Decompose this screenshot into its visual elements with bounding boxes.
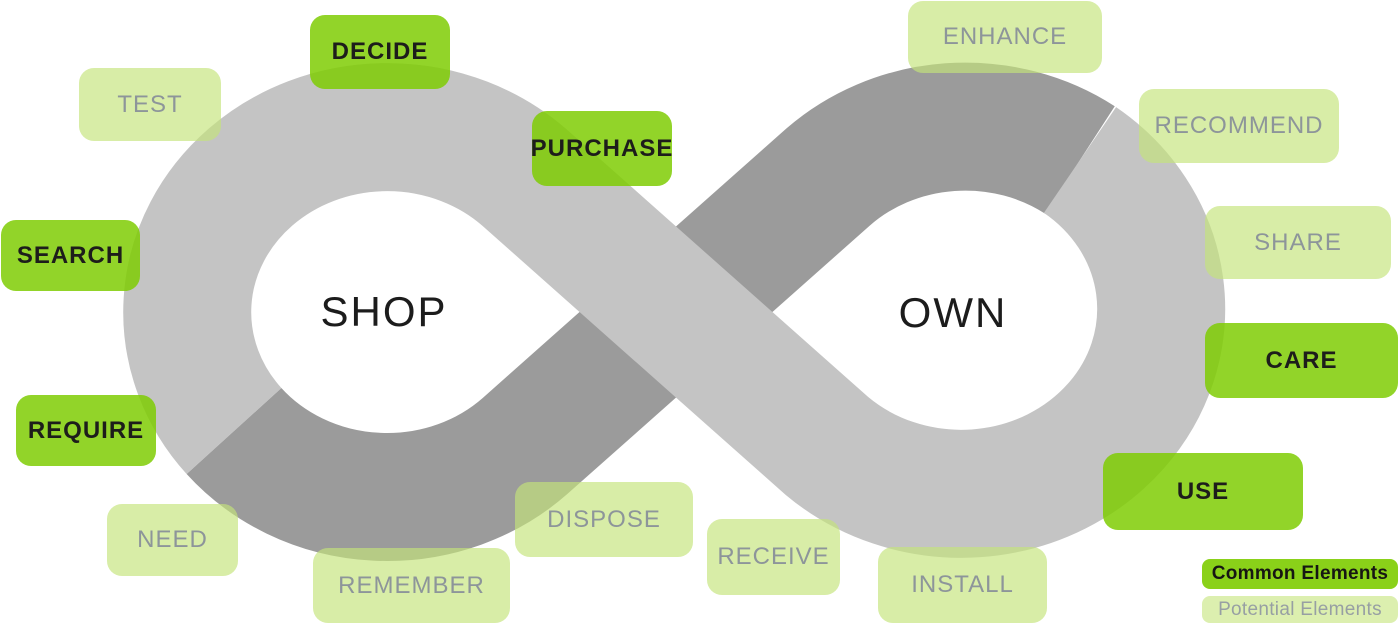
- stage-care: CARE: [1205, 323, 1398, 398]
- shop-loop-label: SHOP: [320, 288, 448, 335]
- stage-require: REQUIRE: [16, 395, 156, 466]
- stage-use: USE: [1103, 453, 1303, 530]
- stage-search: SEARCH: [1, 220, 140, 291]
- stage-remember: REMEMBER: [313, 548, 510, 623]
- stage-recommend: RECOMMEND: [1139, 89, 1339, 163]
- stage-decide: DECIDE: [310, 15, 450, 89]
- stage-receive: RECEIVE: [707, 519, 840, 595]
- stage-enhance: ENHANCE: [908, 1, 1102, 73]
- stage-dispose: DISPOSE: [515, 482, 693, 557]
- stage-test: TEST: [79, 68, 221, 141]
- stage-install: INSTALL: [878, 547, 1047, 623]
- stage-purchase: PURCHASE: [531, 111, 672, 186]
- ribbon-light-segment: [123, 63, 1226, 558]
- legend-common-elements: Common Elements: [1202, 559, 1398, 589]
- stage-share: SHARE: [1205, 206, 1391, 279]
- own-loop-label: OWN: [898, 289, 1008, 336]
- stage-need: NEED: [107, 504, 238, 576]
- legend-potential-elements: Potential Elements: [1202, 596, 1398, 623]
- ribbon-dark-segment: [186, 62, 1115, 561]
